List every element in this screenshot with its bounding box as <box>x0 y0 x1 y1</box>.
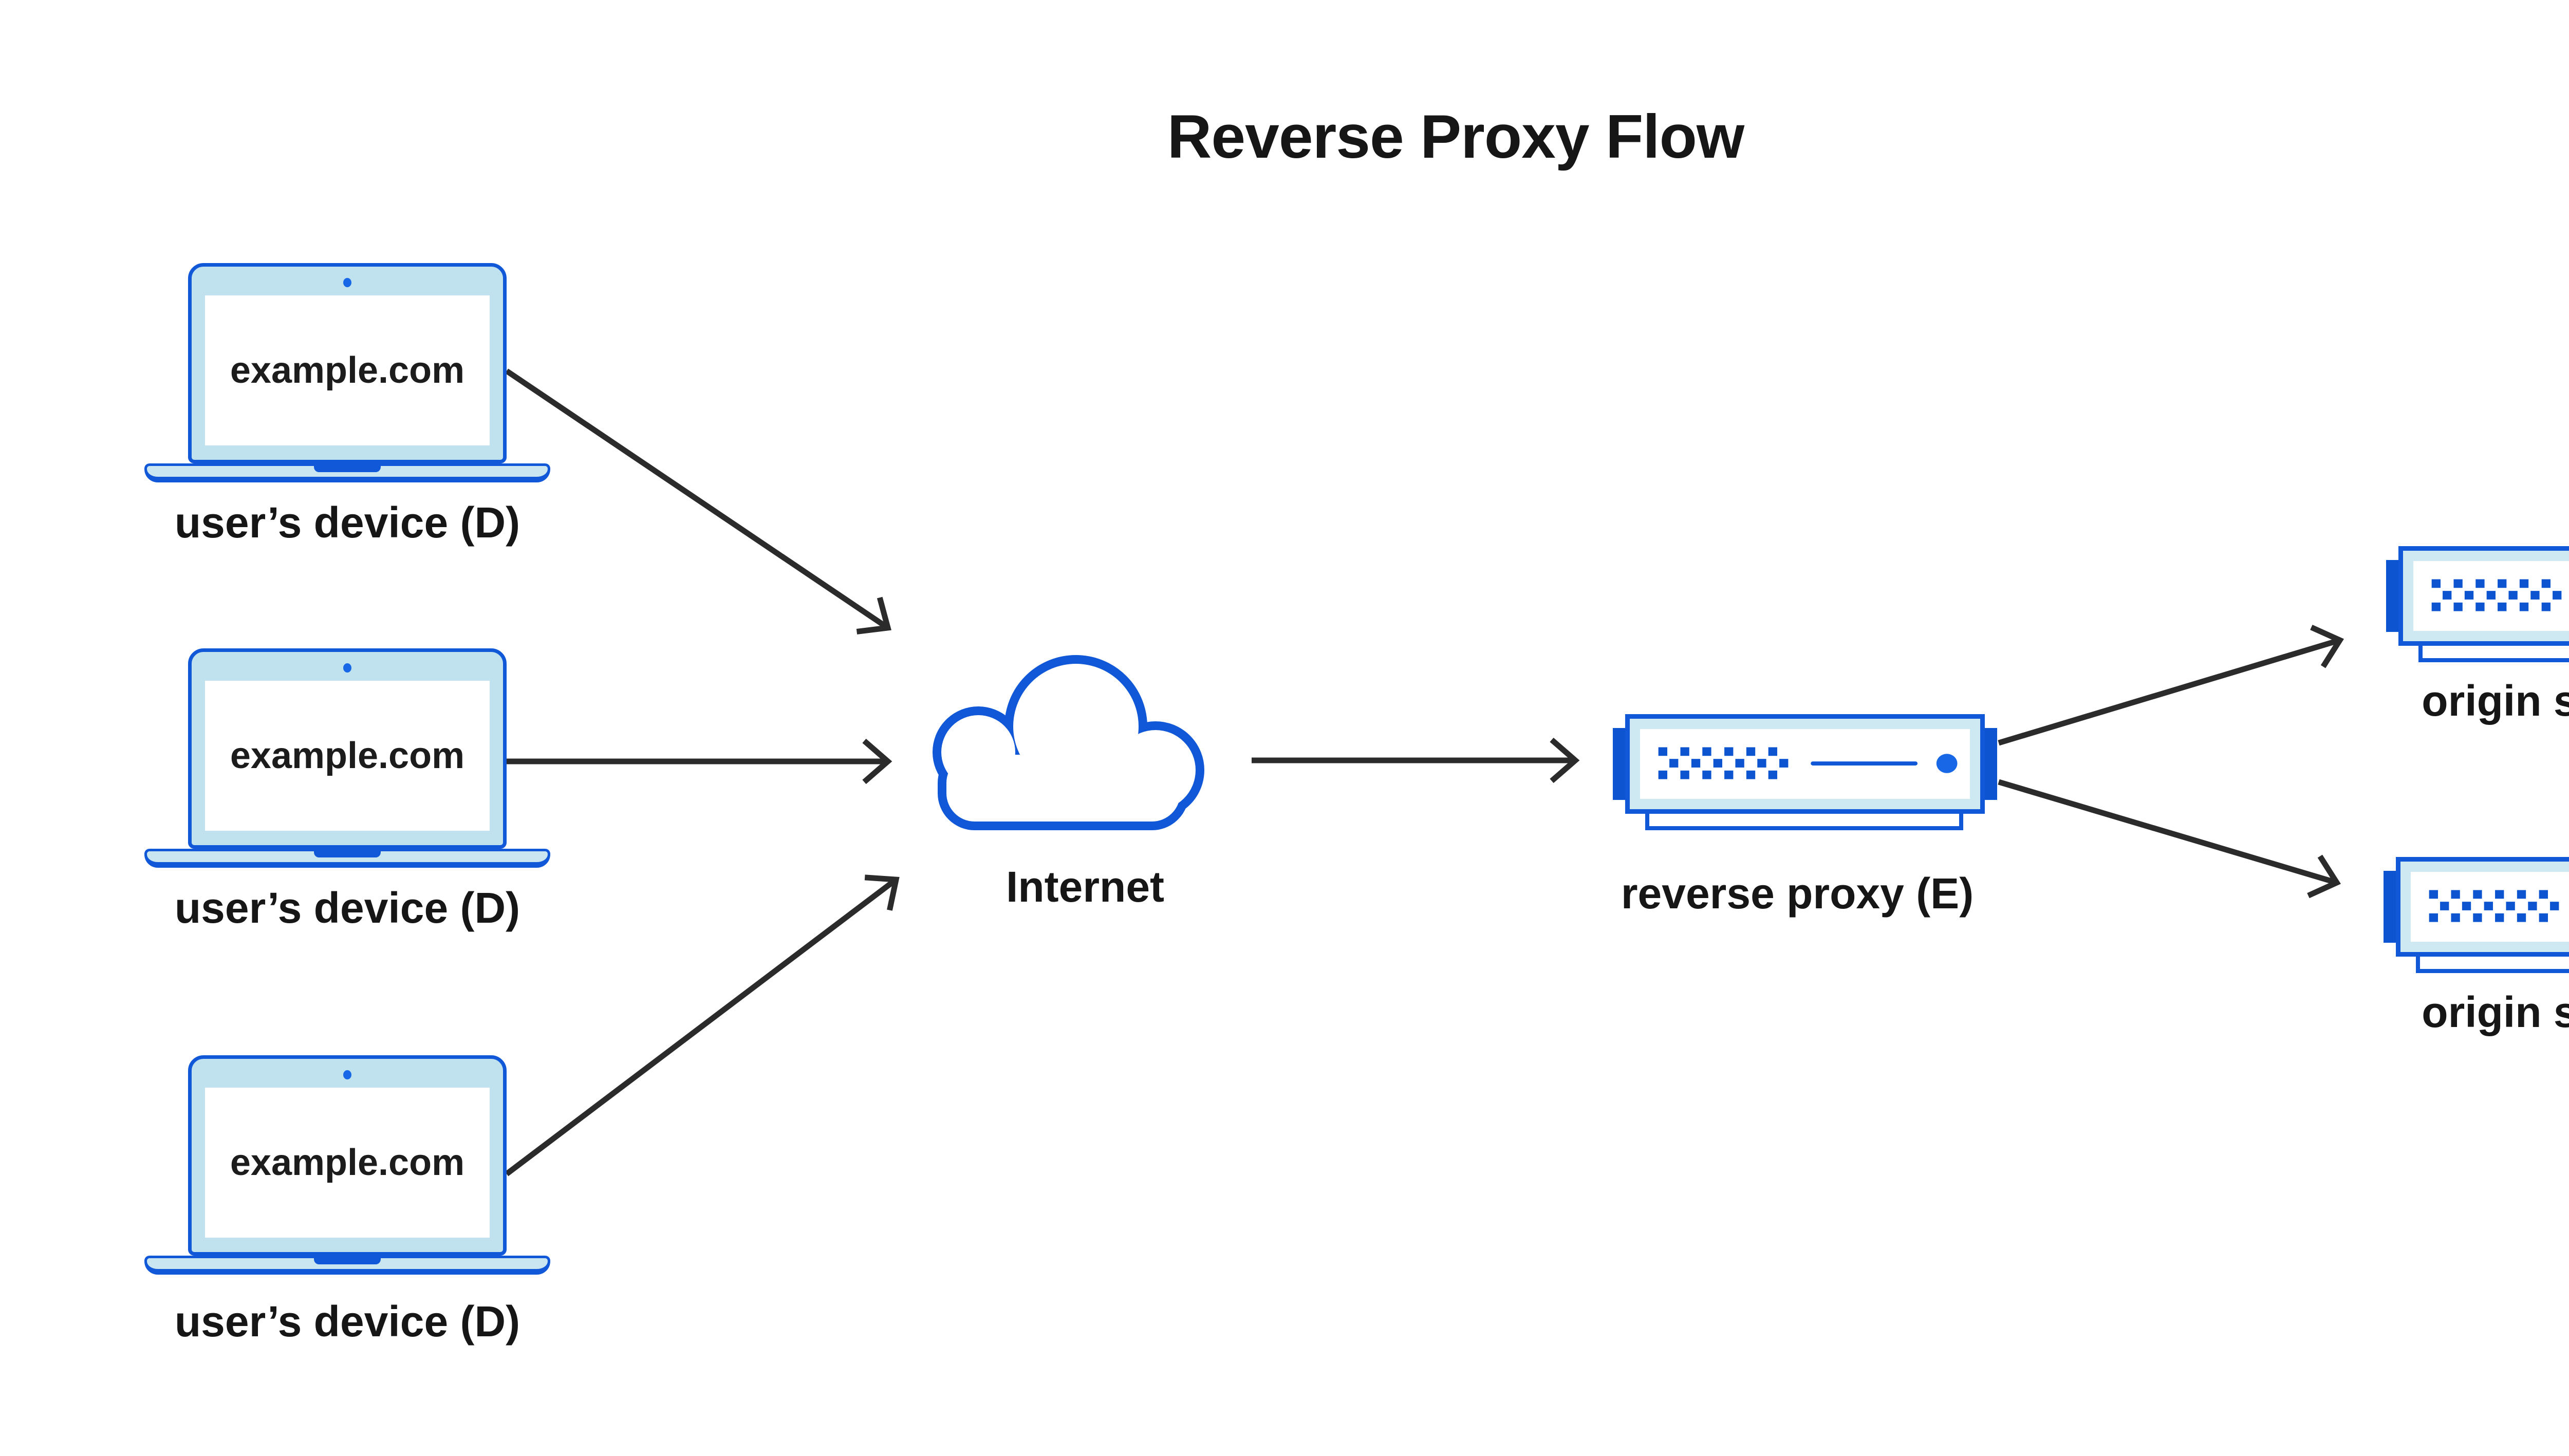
server-faceplate-art <box>2431 579 2569 611</box>
screen-url-text: example.com <box>230 1142 465 1183</box>
origin-server-icon <box>2386 546 2569 662</box>
webcam-dot-icon <box>343 1070 351 1079</box>
laptop-display: example.com <box>205 295 490 445</box>
laptop-hinge-notch <box>314 1258 381 1264</box>
screen-url-text: example.com <box>230 735 465 776</box>
reverse-proxy-server-icon <box>1613 714 1997 830</box>
device-label: user’s device (D) <box>174 884 520 932</box>
cloud-icon <box>933 655 1204 830</box>
server-chassis <box>1625 714 1985 814</box>
arrow-device1-to-internet <box>505 368 891 634</box>
laptop-hinge-notch <box>314 465 381 472</box>
server-faceplate <box>2413 561 2569 631</box>
laptop-base <box>144 463 550 482</box>
server-faceplate <box>1640 729 1970 799</box>
laptop-icon: example.com <box>144 1055 550 1275</box>
server-chassis <box>2398 546 2569 646</box>
server-chassis <box>2396 857 2569 957</box>
laptop-base <box>144 1256 550 1275</box>
device-label: user’s device (D) <box>174 498 520 547</box>
device-label: user’s device (D) <box>174 1297 520 1346</box>
page-title: Reverse Proxy Flow <box>1167 102 1745 171</box>
reverse-proxy-label: reverse proxy (E) <box>1621 869 1974 918</box>
origin-server-label: origin server (F) <box>2422 988 2569 1036</box>
laptop-screen: example.com <box>188 263 507 463</box>
laptop-screen: example.com <box>188 648 507 849</box>
server-faceplate-art <box>1658 747 1958 779</box>
laptop-icon: example.com <box>144 648 550 868</box>
arrow-proxy-to-origin1 <box>1998 624 2344 746</box>
laptop-hinge-notch <box>314 851 381 857</box>
laptop-icon: example.com <box>144 263 550 482</box>
webcam-dot-icon <box>343 278 351 287</box>
internet-label: Internet <box>1006 863 1165 911</box>
arrow-device3-to-internet <box>505 874 900 1177</box>
server-faceplate-art <box>2429 890 2569 922</box>
laptop-screen: example.com <box>188 1055 507 1256</box>
origin-server-icon <box>2384 857 2569 973</box>
webcam-dot-icon <box>343 663 351 673</box>
server-faceplate <box>2411 872 2569 942</box>
laptop-display: example.com <box>205 1088 490 1238</box>
screen-url-text: example.com <box>230 350 465 391</box>
laptop-display: example.com <box>205 681 490 831</box>
arrow-proxy-to-origin2 <box>1998 779 2341 899</box>
origin-server-label: origin server (F) <box>2422 677 2569 725</box>
laptop-base <box>144 849 550 868</box>
